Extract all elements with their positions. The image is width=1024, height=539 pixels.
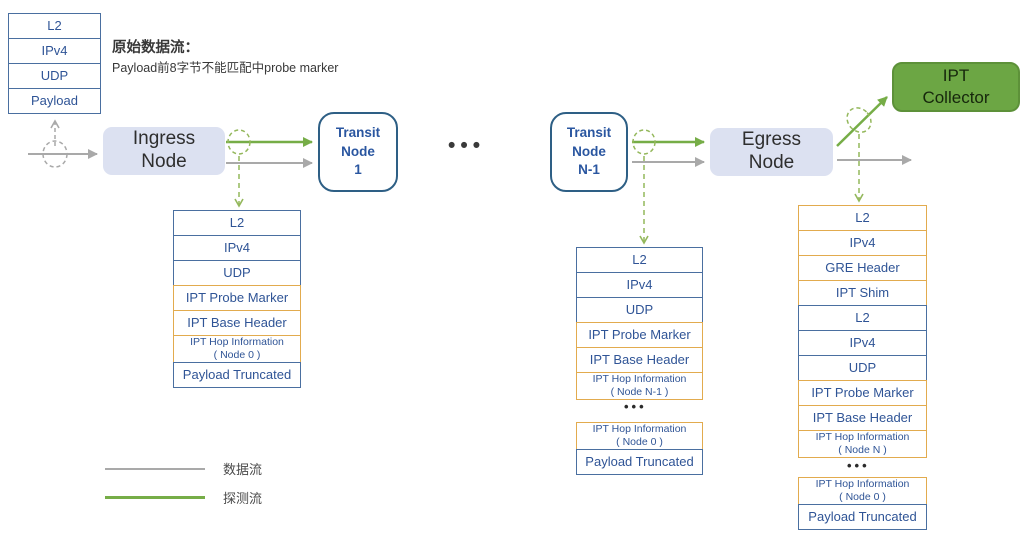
packet-field-ipt-probe-marker: IPT Probe Marker xyxy=(798,380,927,406)
egress-packet-stack-bottom: IPT Hop Information( Node 0 )Payload Tru… xyxy=(798,477,927,531)
transit-node-1: Transit Node 1 xyxy=(318,112,398,192)
legend-row-probe-flow: 探测流 xyxy=(105,483,262,512)
probe-flow-line-swatch xyxy=(105,496,205,499)
packet-field-udp: UDP xyxy=(576,297,703,323)
data-flow-label: 数据流 xyxy=(223,462,263,477)
packet-field-ipv4: IPv4 xyxy=(798,230,927,256)
inspection-circle-egress xyxy=(846,107,872,133)
packet-field-ipt-probe-marker: IPT Probe Marker xyxy=(173,285,301,311)
egress-node: Egress Node xyxy=(710,128,833,176)
inspection-circle-original xyxy=(42,140,68,168)
transit-stack-ellipsis: ••• xyxy=(624,399,647,414)
packet-field-l2: L2 xyxy=(798,205,927,231)
legend: 数据流 探测流 xyxy=(105,454,262,512)
packet-field-gre-header: GRE Header xyxy=(798,255,927,281)
packet-field-ipt-hop-information: IPT Hop Information( Node N ) xyxy=(798,430,927,459)
packet-field-ipt-hop-information: IPT Hop Information( Node 0 ) xyxy=(576,422,703,451)
packet-field-ipt-hop-information: IPT Hop Information( Node 0 ) xyxy=(173,335,301,364)
packet-field-ipt-hop-information: IPT Hop Information( Node 0 ) xyxy=(798,477,927,506)
packet-field-ipt-shim: IPT Shim xyxy=(798,280,927,306)
probe-flow-label: 探测流 xyxy=(223,491,263,506)
egress-stack-ellipsis: ••• xyxy=(847,458,870,473)
packet-field-ipv4: IPv4 xyxy=(8,38,101,64)
packet-field-payload-truncated: Payload Truncated xyxy=(798,504,927,531)
packet-field-l2: L2 xyxy=(576,247,703,273)
ingress-node: Ingress Node xyxy=(103,127,225,175)
transit-nodes-ellipsis: ••• xyxy=(448,134,486,157)
packet-field-payload: Payload xyxy=(8,88,101,114)
packet-field-l2: L2 xyxy=(798,305,927,331)
packet-field-udp: UDP xyxy=(798,355,927,381)
packet-field-ipv4: IPv4 xyxy=(576,272,703,298)
packet-field-ipv4: IPv4 xyxy=(798,330,927,356)
ipt-collector-node: IPT Collector xyxy=(892,62,1020,112)
inspection-circle-ingress xyxy=(227,129,251,155)
packet-field-ipt-base-header: IPT Base Header xyxy=(173,310,301,336)
data-flow-line-swatch xyxy=(105,467,205,470)
original-flow-note-title: 原始数据流： xyxy=(112,40,199,56)
packet-field-ipt-hop-information: IPT Hop Information( Node N-1 ) xyxy=(576,372,703,401)
packet-field-l2: L2 xyxy=(173,210,301,236)
legend-row-data-flow: 数据流 xyxy=(105,454,262,483)
packet-field-ipt-base-header: IPT Base Header xyxy=(576,347,703,373)
packet-field-ipt-probe-marker: IPT Probe Marker xyxy=(576,322,703,348)
packet-field-ipv4: IPv4 xyxy=(173,235,301,261)
transit-node-n-1: Transit Node N-1 xyxy=(550,112,628,192)
probe-flow-arrow-egress-collector xyxy=(836,96,888,147)
packet-field-payload-truncated: Payload Truncated xyxy=(576,449,703,476)
packet-field-payload-truncated: Payload Truncated xyxy=(173,362,301,389)
packet-field-l2: L2 xyxy=(8,13,101,39)
original-flow-note-body: Payload前8字节不能匹配中probe marker xyxy=(112,61,339,75)
transit-packet-stack-bottom: IPT Hop Information( Node 0 )Payload Tru… xyxy=(576,422,703,476)
packet-field-udp: UDP xyxy=(173,260,301,286)
packet-field-ipt-base-header: IPT Base Header xyxy=(798,405,927,431)
inspection-circle-transitN1 xyxy=(632,129,656,155)
packet-field-udp: UDP xyxy=(8,63,101,89)
